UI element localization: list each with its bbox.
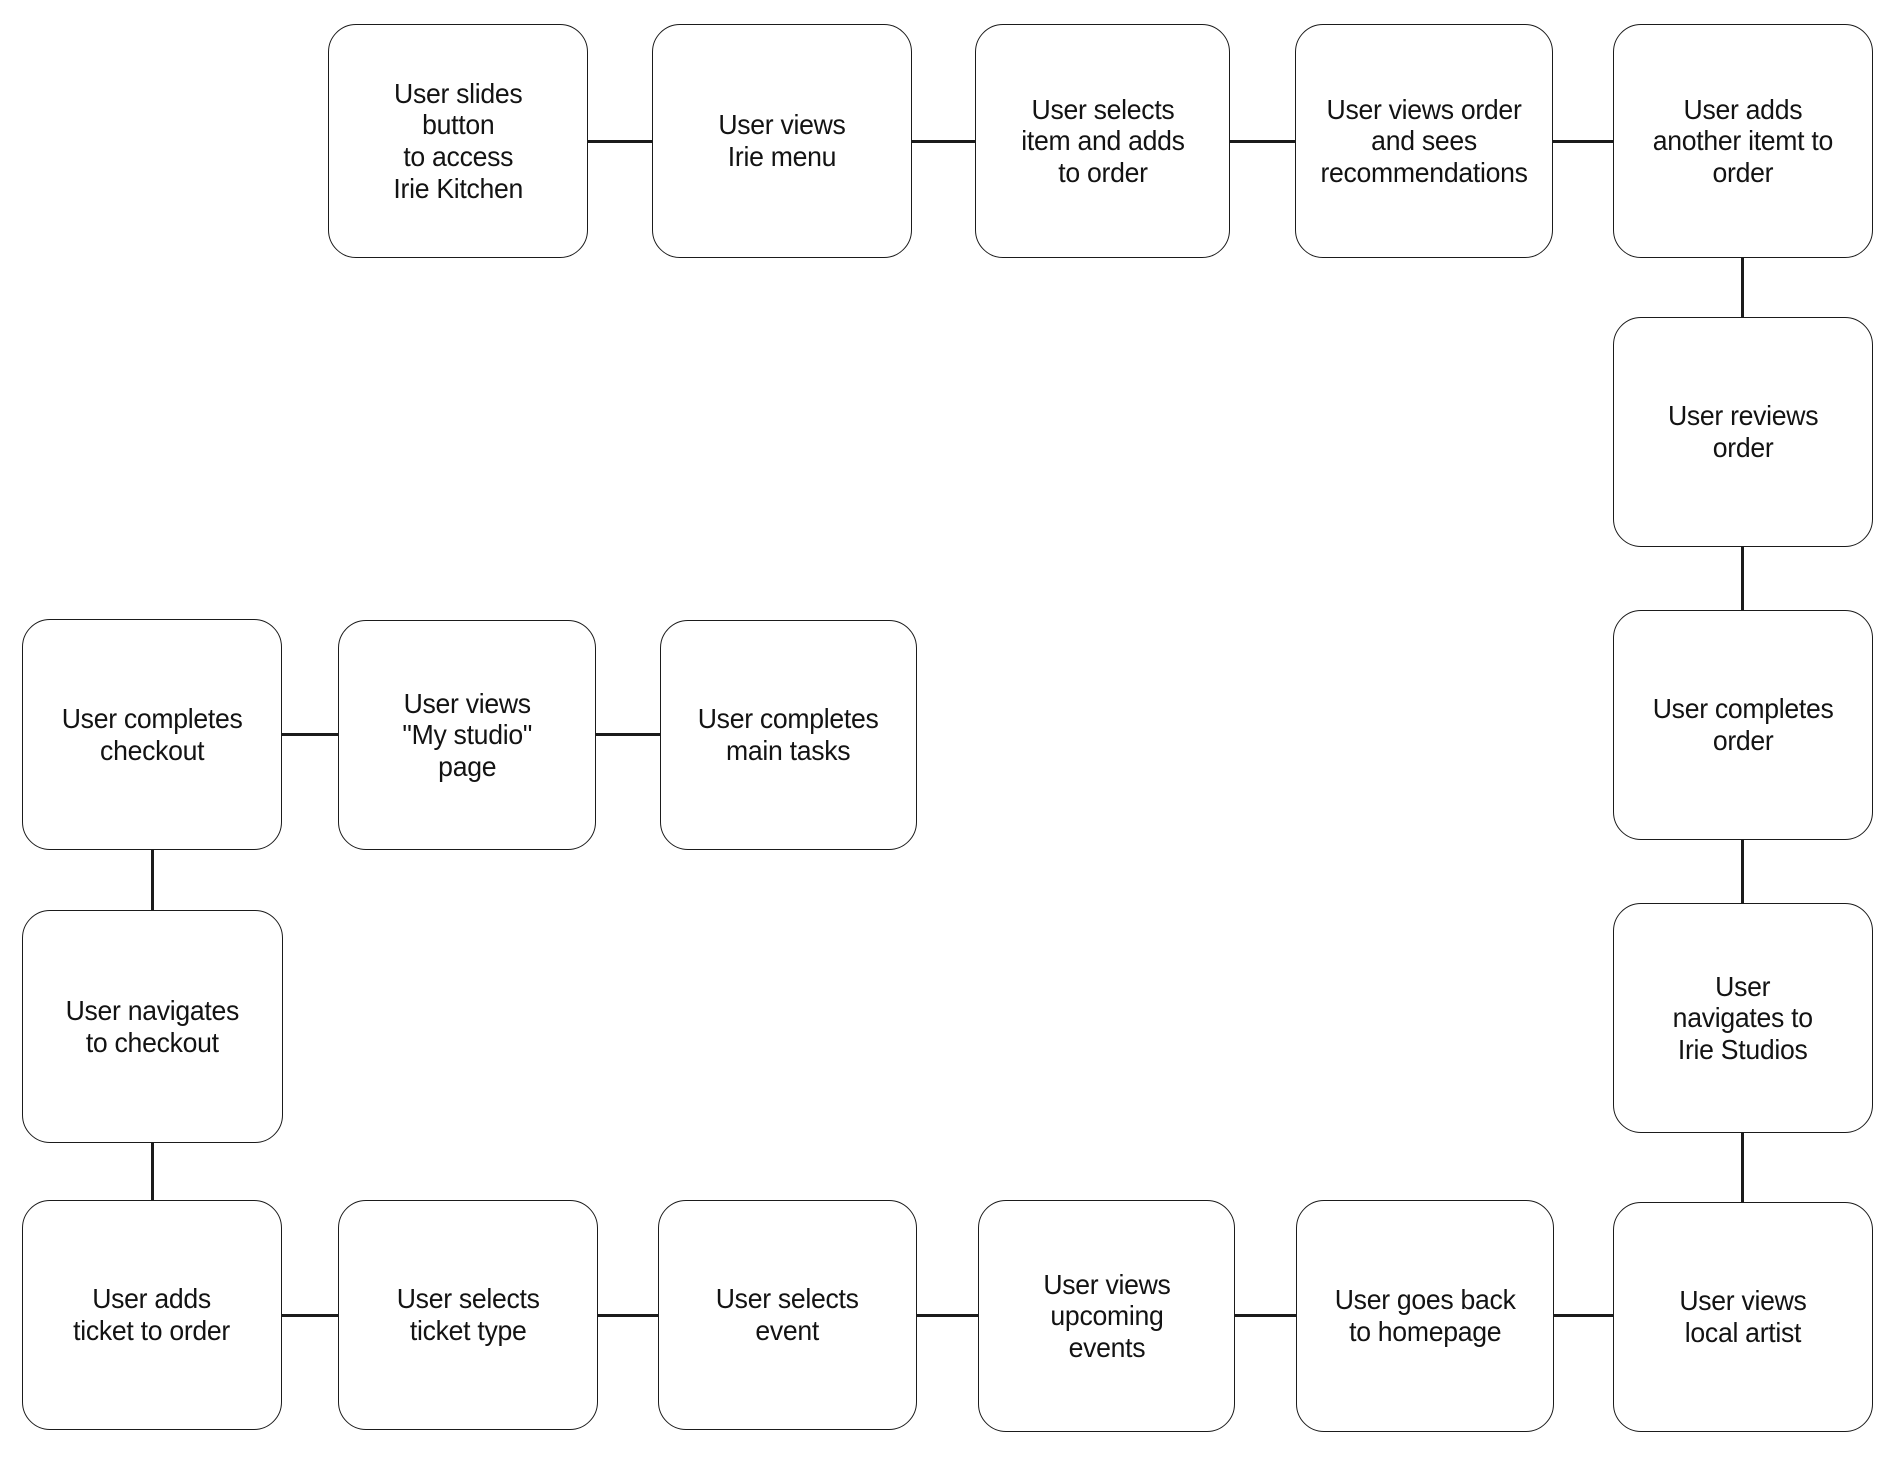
connector-upcoming-events-to-homepage — [1235, 1314, 1296, 1317]
node-label: User selects item and adds to order — [1020, 93, 1185, 188]
node-label: User navigates to checkout — [65, 994, 240, 1058]
node-label: User completes order — [1652, 693, 1834, 756]
node-label: User goes back to homepage — [1334, 1284, 1516, 1347]
node-label: User views upcoming events — [1042, 1268, 1171, 1363]
node-label: User reviews order — [1667, 400, 1819, 463]
node-label: User views local artist — [1679, 1285, 1807, 1348]
node-label: User views order and sees recommendation… — [1320, 93, 1528, 188]
flow-node-user-goes-back-homepage: User goes back to homepage — [1296, 1200, 1554, 1432]
connector-menu-to-selects-item — [912, 140, 975, 143]
connector-recommendations-to-adds-another — [1553, 140, 1613, 143]
connector-completes-order-to-irie-studios — [1741, 840, 1744, 903]
node-label: User slides button to access Irie Kitche… — [393, 77, 523, 204]
node-label: User selects event — [716, 1283, 859, 1346]
connector-navigates-checkout-to-adds-ticket — [151, 1143, 154, 1200]
flow-node-user-views-local-artist: User views local artist — [1613, 1202, 1873, 1432]
connector-selects-item-to-recommendations — [1230, 140, 1295, 143]
flow-node-user-selects-item: User selects item and adds to order — [975, 24, 1230, 258]
flow-node-user-completes-checkout: User completes checkout — [22, 619, 282, 850]
flow-node-user-reviews-order: User reviews order — [1613, 317, 1873, 547]
connector-homepage-to-local-artist — [1554, 1314, 1613, 1317]
node-label: User adds ticket to order — [73, 1283, 231, 1346]
flow-node-user-selects-ticket-type: User selects ticket type — [338, 1200, 598, 1430]
flow-node-user-views-order-recommendations: User views order and sees recommendation… — [1295, 24, 1553, 258]
node-label: User completes checkout — [61, 702, 243, 766]
flow-node-user-navigates-checkout: User navigates to checkout — [22, 910, 283, 1143]
node-label: User selects ticket type — [396, 1283, 540, 1346]
flow-node-user-views-irie-menu: User views Irie menu — [652, 24, 912, 258]
connector-completes-checkout-to-navigates-checkout — [151, 850, 154, 910]
node-label: User views Irie menu — [718, 109, 846, 172]
connector-reviews-to-completes-order — [1741, 547, 1744, 610]
node-label: User navigates to Irie Studios — [1672, 970, 1814, 1065]
flow-node-user-selects-event: User selects event — [658, 1200, 917, 1430]
connector-adds-another-to-reviews-order — [1741, 258, 1744, 317]
connector-adds-ticket-to-ticket-type — [282, 1314, 338, 1317]
connector-ticket-type-to-event — [598, 1314, 658, 1317]
connector-my-studio-to-main-tasks — [596, 733, 660, 736]
connector-completes-checkout-to-my-studio — [282, 733, 338, 736]
connector-irie-studios-to-local-artist — [1741, 1133, 1744, 1202]
flow-node-user-completes-main-tasks: User completes main tasks — [660, 620, 917, 850]
connector-event-to-upcoming-events — [917, 1314, 978, 1317]
flow-node-user-adds-ticket: User adds ticket to order — [22, 1200, 282, 1430]
flow-node-user-completes-order: User completes order — [1613, 610, 1873, 840]
flow-node-user-views-my-studio: User views "My studio" page — [338, 620, 596, 850]
flow-node-user-navigates-irie-studios: User navigates to Irie Studios — [1613, 903, 1873, 1133]
flow-node-user-adds-another-item: User adds another itemt to order — [1613, 24, 1873, 258]
flow-node-user-slides-button: User slides button to access Irie Kitche… — [328, 24, 588, 258]
flow-node-user-views-upcoming-events: User views upcoming events — [978, 1200, 1235, 1432]
node-label: User completes main tasks — [698, 703, 879, 766]
node-label: User adds another itemt to order — [1652, 93, 1834, 188]
connector-slides-to-menu — [588, 140, 652, 143]
node-label: User views "My studio" page — [402, 687, 532, 782]
